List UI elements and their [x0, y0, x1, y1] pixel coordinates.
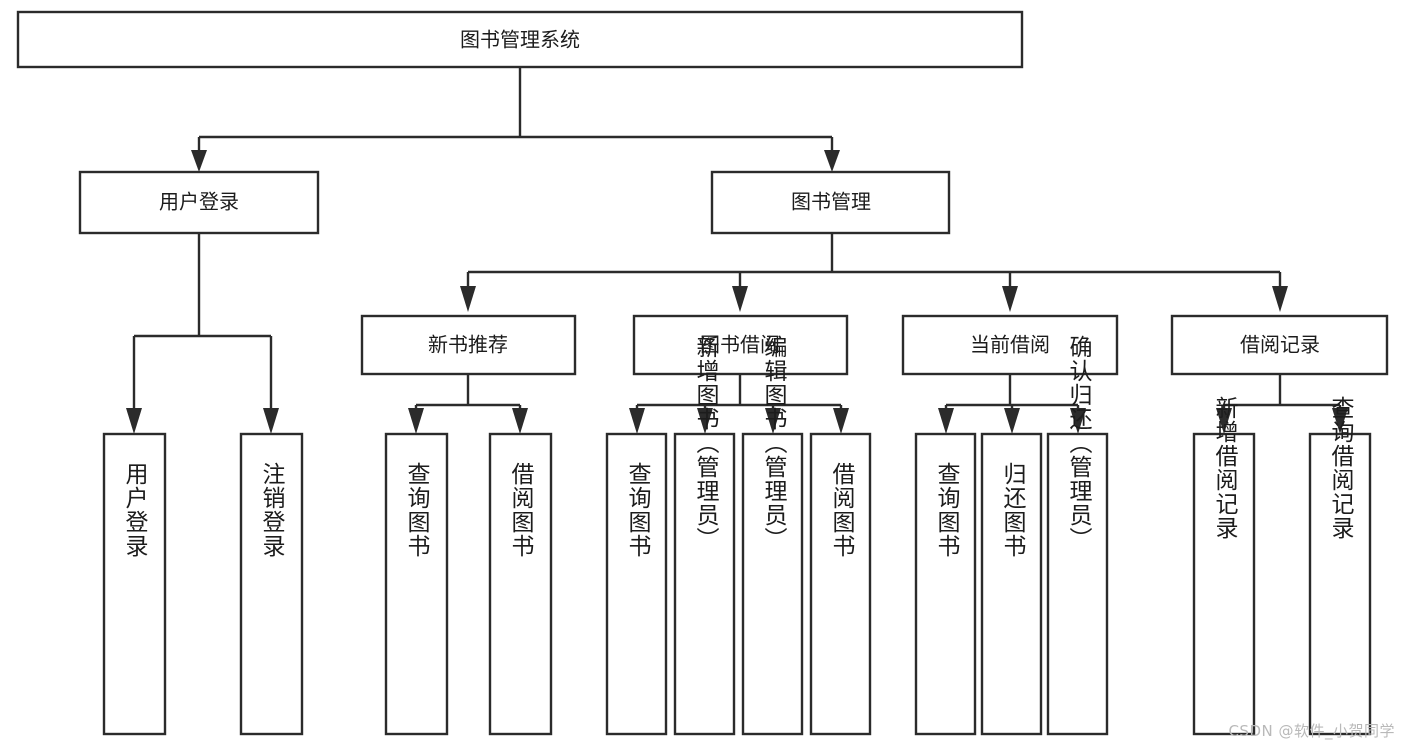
connector-currentborrow-to-leaves — [938, 374, 1086, 434]
leaf-records-2-label: 查询借阅记录 — [1327, 396, 1355, 540]
node-book-management-label: 图书管理 — [791, 190, 871, 214]
connector-records-to-leaves — [1216, 374, 1348, 434]
node-current-borrow-label: 当前借阅 — [970, 333, 1050, 357]
connector-bookmgmt-to-level2 — [460, 233, 1288, 312]
leaf-current-borrow-3-label: 确认归还（管理员） — [1065, 335, 1093, 551]
node-book-borrow[interactable]: 图书借阅 — [632, 314, 849, 376]
leaf-current-borrow-1[interactable]: 查询图书 — [914, 432, 977, 736]
node-borrow-records[interactable]: 借阅记录 — [1170, 314, 1389, 376]
connector-root-to-level1 — [191, 67, 840, 172]
leaf-book-borrow-1-label: 查询图书 — [624, 462, 652, 558]
node-new-book-recommend-label: 新书推荐 — [428, 333, 508, 357]
leaf-new-books-2[interactable]: 借阅图书 — [488, 432, 553, 736]
leaf-book-borrow-3[interactable]: 编辑图书（管理员） — [741, 335, 804, 736]
node-user-login[interactable]: 用户登录 — [78, 170, 320, 235]
leaf-current-borrow-1-label: 查询图书 — [933, 462, 961, 558]
connector-newbooks-to-leaves — [408, 374, 528, 434]
leaf-new-books-1-label: 查询图书 — [403, 462, 431, 558]
leaf-current-borrow-2-label: 归还图书 — [999, 462, 1027, 558]
connector-userlogin-to-leaves — [126, 233, 279, 434]
node-current-borrow[interactable]: 当前借阅 — [901, 314, 1119, 376]
leaf-current-borrow-2[interactable]: 归还图书 — [980, 432, 1043, 736]
leaf-records-2[interactable]: 查询借阅记录 — [1308, 396, 1372, 736]
node-root-label: 图书管理系统 — [460, 28, 580, 52]
connector-bookborrow-to-leaves — [629, 374, 849, 434]
leaf-user-login-1-label: 用户登录 — [121, 462, 149, 558]
leaf-book-borrow-4-label: 借阅图书 — [828, 462, 856, 558]
node-root[interactable]: 图书管理系统 — [16, 10, 1024, 69]
node-user-login-label: 用户登录 — [159, 190, 239, 214]
leaf-current-borrow-3[interactable]: 确认归还（管理员） — [1046, 335, 1109, 736]
leaf-user-login-2[interactable]: 注销登录 — [239, 432, 304, 736]
leaf-book-borrow-2[interactable]: 新增图书（管理员） — [673, 335, 736, 736]
leaf-records-1-label: 新增借阅记录 — [1211, 396, 1239, 540]
leaf-user-login-1[interactable]: 用户登录 — [102, 432, 167, 736]
leaf-new-books-1[interactable]: 查询图书 — [384, 432, 449, 736]
node-book-management[interactable]: 图书管理 — [710, 170, 951, 235]
leaf-book-borrow-1[interactable]: 查询图书 — [605, 432, 668, 736]
leaf-book-borrow-2-label: 新增图书（管理员） — [692, 335, 720, 551]
leaf-book-borrow-3-label: 编辑图书（管理员） — [760, 335, 788, 551]
node-new-book-recommend[interactable]: 新书推荐 — [360, 314, 577, 376]
leaf-new-books-2-label: 借阅图书 — [507, 462, 535, 558]
leaf-user-login-2-label: 注销登录 — [258, 462, 286, 558]
leaf-records-1[interactable]: 新增借阅记录 — [1192, 396, 1256, 736]
leaf-book-borrow-4[interactable]: 借阅图书 — [809, 432, 872, 736]
node-book-borrow-label: 图书借阅 — [700, 333, 780, 357]
node-borrow-records-label: 借阅记录 — [1240, 333, 1320, 357]
